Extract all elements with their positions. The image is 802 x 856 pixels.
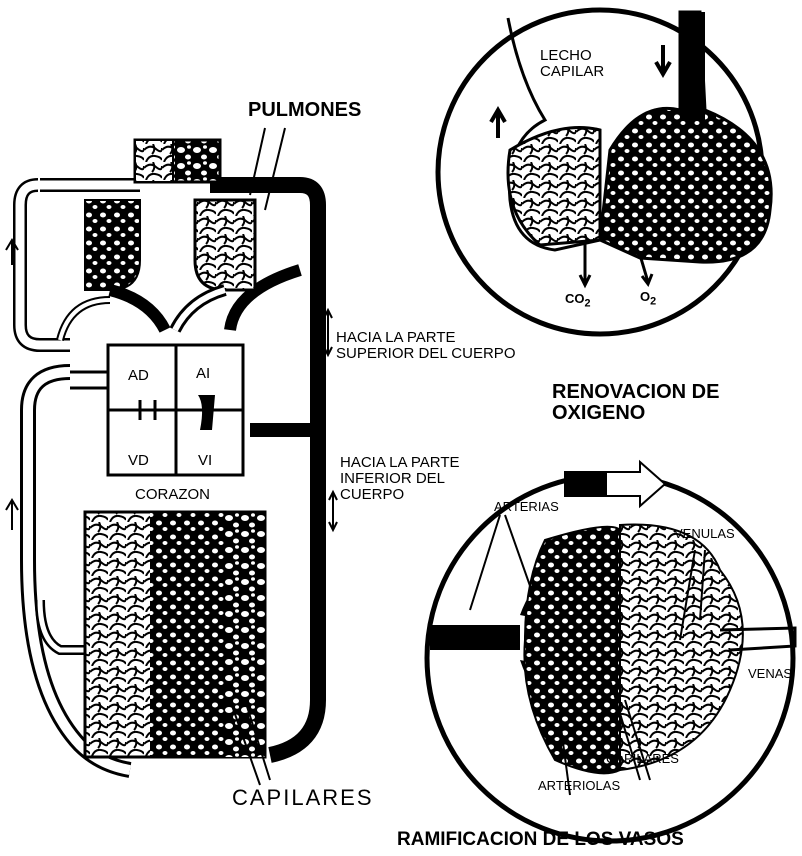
label-o2: O2 — [640, 290, 656, 308]
label-venas: VENAS — [748, 667, 792, 681]
label-capilares-main: CAPILARES — [232, 786, 374, 809]
label-arteriolas: ARTERIOLAS — [538, 779, 620, 793]
label-capilares-small: CAPILARES — [606, 752, 679, 766]
lungs — [60, 200, 255, 340]
heart — [70, 345, 243, 475]
label-ramificacion: RAMIFICACION DE LOS VASOS — [397, 830, 684, 850]
label-ai: AI — [196, 366, 210, 382]
label-renovacion: RENOVACION DE OXIGENO — [552, 382, 719, 424]
oxygen-renewal-detail — [438, 10, 771, 334]
label-hacia-superior: HACIA LA PARTE SUPERIOR DEL CUERPO — [336, 330, 515, 362]
upper-lung-capillaries — [135, 140, 220, 182]
label-corazon: CORAZON — [135, 487, 210, 503]
label-vi: VI — [198, 453, 212, 469]
label-co2: CO2 — [565, 292, 591, 310]
label-venulas: VENULAS — [674, 527, 735, 541]
label-lecho-capilar: LECHO CAPILAR — [540, 48, 604, 80]
label-arterias: ARTERIAS — [494, 500, 559, 514]
label-vd: VD — [128, 453, 149, 469]
label-pulmones: PULMONES — [248, 100, 361, 121]
label-hacia-inferior: HACIA LA PARTE INFERIOR DEL CUERPO — [340, 455, 460, 502]
label-ad: AD — [128, 368, 149, 384]
